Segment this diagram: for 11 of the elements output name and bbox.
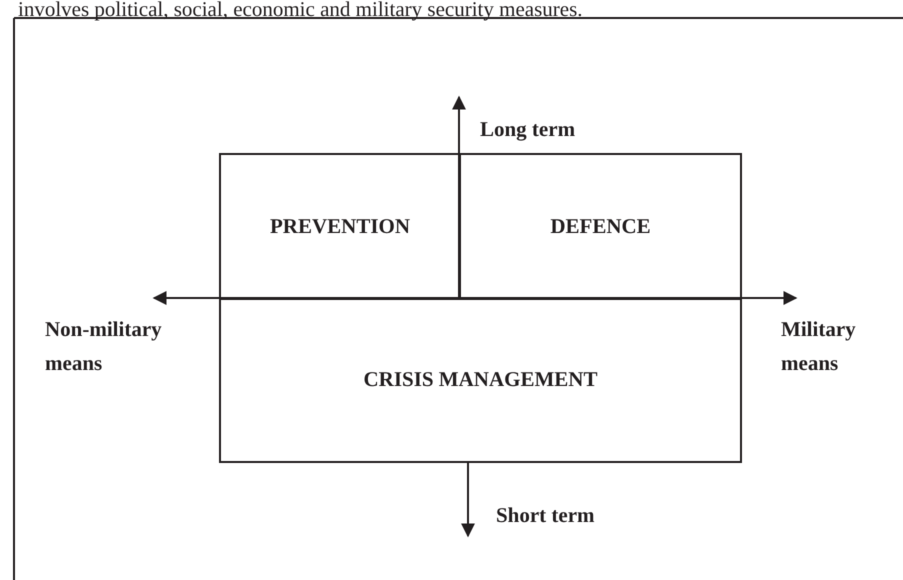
axis-label: Short term: [496, 502, 596, 529]
axis-label: Long term: [480, 116, 576, 143]
axis-label: Military means: [781, 316, 857, 377]
box-title: DEFENCE: [550, 214, 651, 239]
quadrant-box: [219, 298, 742, 463]
box-title: PREVENTION: [270, 214, 410, 239]
quadrant-box: [459, 153, 742, 300]
quadrant-box: [219, 153, 461, 300]
box-title: CRISIS MANAGEMENT: [364, 367, 598, 392]
axis-label: Non-military means: [45, 316, 163, 377]
intro-text: involves political, social, economic and military security measures.: [18, 0, 584, 23]
